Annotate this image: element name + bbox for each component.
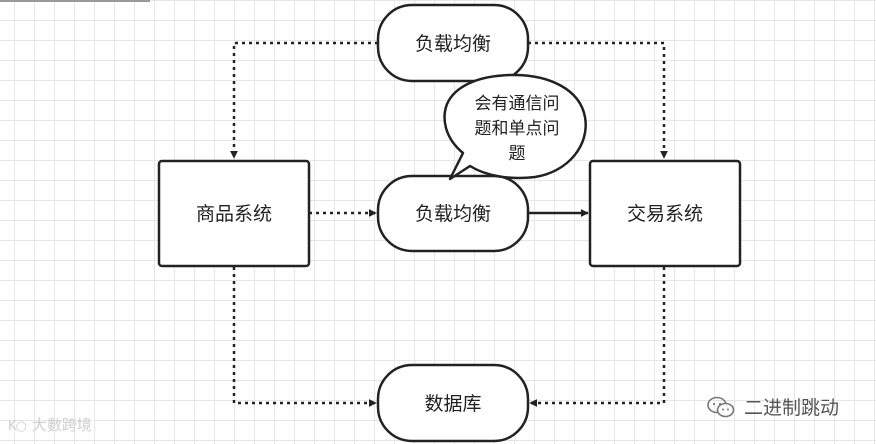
- edge-lb-top-to-trade: [528, 41, 668, 159]
- watermark-left-text: 大數跨境: [31, 416, 92, 434]
- edge-trade-to-db: [529, 267, 666, 407]
- top-edge-line: [0, 0, 150, 2]
- node-load-balancer-top-label: 负载均衡: [415, 33, 491, 55]
- watermark-right-text: 二进制跳动: [744, 397, 840, 419]
- node-goods-system[interactable]: 商品系统: [157, 159, 311, 268]
- brand-logo-icon: K○: [8, 419, 27, 434]
- node-load-balancer-mid[interactable]: 负载均衡: [376, 174, 530, 253]
- edge-lb-top-to-goods: [230, 41, 378, 159]
- node-database[interactable]: 数据库: [376, 363, 530, 443]
- node-trade-system-label: 交易系统: [627, 203, 703, 225]
- watermark-left: K○ 大數跨境: [8, 414, 92, 435]
- watermark-right: 二进制跳动: [706, 393, 839, 420]
- node-database-label: 数据库: [424, 393, 481, 415]
- node-trade-system[interactable]: 交易系统: [588, 159, 742, 268]
- node-load-balancer-top[interactable]: 负载均衡: [376, 3, 530, 83]
- wechat-icon: [707, 396, 735, 417]
- callout-line-3: 题: [509, 144, 526, 164]
- node-load-balancer-mid-label: 负载均衡: [415, 203, 491, 225]
- callout-line-1: 会有通信问: [475, 94, 560, 114]
- edge-goods-to-db: [232, 267, 377, 407]
- callout-bubble[interactable]: 会有通信问 题和单点问 题: [443, 73, 587, 181]
- node-goods-system-label: 商品系统: [196, 203, 272, 225]
- callout-line-2: 题和单点问: [475, 119, 560, 139]
